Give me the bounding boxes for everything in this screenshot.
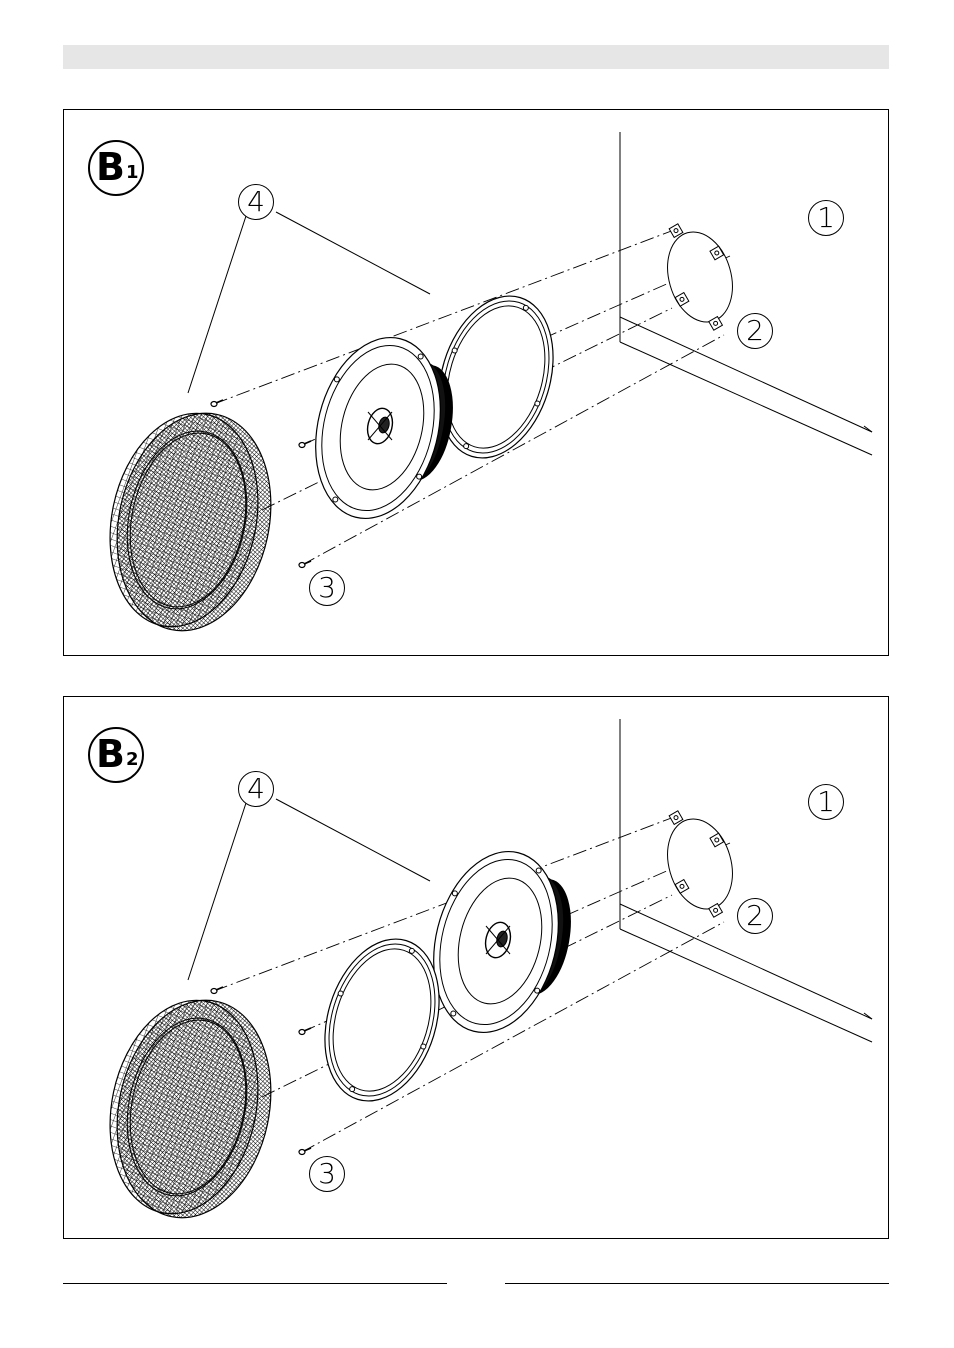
cutout-outline	[658, 224, 743, 330]
footer-rule-right	[505, 1283, 889, 1284]
leader-4-right	[276, 799, 430, 881]
badge-subscript: 1	[126, 162, 139, 184]
ring-hole	[523, 305, 528, 310]
screw-shaft	[216, 400, 223, 403]
speaker-hole	[451, 1011, 456, 1016]
speaker-hole	[334, 377, 339, 382]
mounting-cutout	[658, 224, 743, 330]
badge-letter: B	[96, 731, 125, 777]
leader-4-right	[276, 212, 430, 294]
callout-2: 2	[737, 313, 773, 349]
callout-3: 3	[309, 1156, 345, 1192]
screw-shaft	[304, 561, 311, 564]
screw-shaft	[304, 1148, 311, 1151]
speaker-hole	[333, 497, 338, 502]
callout-2: 2	[737, 898, 773, 934]
speaker-hole	[535, 988, 540, 993]
screw-shaft	[304, 441, 311, 444]
screw	[299, 441, 311, 448]
screw	[299, 561, 311, 568]
speaker	[416, 838, 579, 1046]
screw	[211, 400, 223, 407]
ring-hole	[409, 948, 414, 953]
grille	[91, 986, 290, 1232]
leader-4-left	[188, 216, 246, 393]
mounting-cutout	[658, 811, 743, 917]
leader-4-left	[188, 803, 246, 980]
ring-hole	[452, 348, 457, 353]
ring-hole	[464, 444, 469, 449]
callout-1: 1	[808, 784, 844, 820]
badge-subscript: 2	[126, 749, 139, 771]
screw	[211, 987, 223, 994]
speaker-hole	[452, 891, 457, 896]
callout-4: 4	[238, 184, 274, 220]
panel-b2-drawing	[64, 697, 888, 1238]
panel-b2-badge: B 2	[88, 727, 148, 783]
screw	[299, 1148, 311, 1155]
panel-b1: B 1 1 2 3 4	[63, 109, 889, 656]
speaker-hole	[417, 474, 422, 479]
screw	[299, 1028, 311, 1035]
panel-edge-bottom-inner	[620, 342, 872, 455]
panel-b1-drawing	[64, 110, 888, 655]
header-band	[63, 45, 889, 69]
speaker	[298, 324, 461, 532]
ring-hole	[350, 1087, 355, 1092]
badge-letter: B	[96, 144, 125, 190]
ring-hole	[421, 1044, 426, 1049]
footer-rule-left	[63, 1283, 447, 1284]
cutout-outline	[658, 811, 743, 917]
mounting-panel	[620, 719, 872, 1042]
speaker-hole	[418, 354, 423, 359]
callout-1: 1	[808, 200, 844, 236]
mounting-panel	[620, 132, 872, 455]
ring-hole	[535, 401, 540, 406]
screw-shaft	[216, 987, 223, 990]
panel-b1-badge: B 1	[88, 140, 148, 196]
screw-shaft	[304, 1028, 311, 1031]
speaker-hole	[536, 868, 541, 873]
panel-edge-bottom-inner	[620, 929, 872, 1042]
callout-4: 4	[238, 771, 274, 807]
callout-3: 3	[309, 570, 345, 606]
ring-hole	[338, 991, 343, 996]
grille	[91, 399, 290, 645]
panel-b2: B 2 1 2 3 4	[63, 696, 889, 1239]
